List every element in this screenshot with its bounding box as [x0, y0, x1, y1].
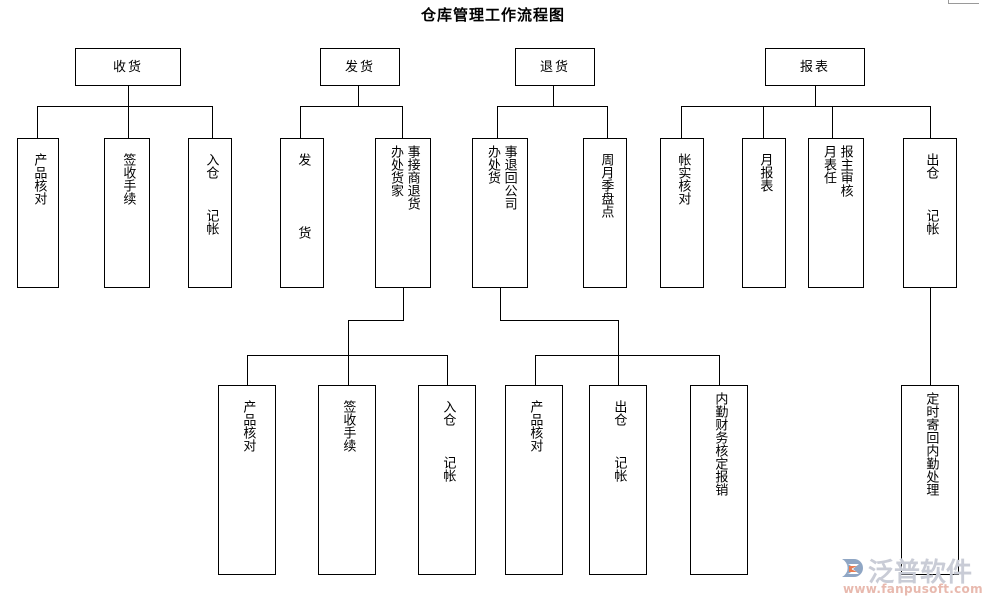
- page-corner-artifact-vertical: [948, 0, 949, 4]
- node-reports[interactable]: 报表: [765, 48, 865, 86]
- node-product-check-returns-branch[interactable]: 产品核对: [505, 385, 563, 575]
- connector-right-group-drop-1: [535, 355, 536, 385]
- node-receiving-label: 收货: [112, 60, 143, 75]
- node-text-col-0: 产品核对: [31, 153, 47, 205]
- connector-receiving-drop-2: [128, 106, 129, 138]
- connector-receiving-stem: [128, 86, 129, 106]
- node-shipping-label: 发货: [344, 60, 375, 75]
- node-text-col-0: 事接商退货: [404, 145, 420, 210]
- node-text-col-0: 事退回公司: [501, 145, 517, 210]
- node-account-stock-reconcile[interactable]: 帐实核对: [660, 138, 704, 288]
- node-text-col-1: 办处货: [485, 145, 500, 184]
- node-returns-label: 退货: [539, 60, 570, 75]
- node-office-receive-merchant-return[interactable]: 事接商退货 办处货家: [375, 138, 431, 288]
- connector-right-group-drop-2: [618, 355, 619, 385]
- node-product-check-shipping-branch[interactable]: 产品核对: [218, 385, 276, 575]
- node-ship-goods[interactable]: 发 货: [280, 138, 324, 288]
- connector-receiving-bus: [37, 106, 212, 107]
- node-text-col-0: 周月季盘点: [598, 153, 614, 218]
- connector-warehouse-out-to-mail: [930, 288, 931, 385]
- page-corner-artifact: [948, 3, 979, 4]
- connector-reports-drop-2: [763, 106, 764, 138]
- node-receiving[interactable]: 收货: [75, 48, 181, 86]
- watermark-url: www.fanpusoft.com: [843, 582, 983, 596]
- node-text-col-0: 定时寄回内勤处理: [923, 392, 939, 496]
- node-warehouse-in-receiving[interactable]: 入仓 记帐: [188, 138, 232, 288]
- node-shipping[interactable]: 发货: [320, 48, 400, 86]
- node-text-col-1: 月表任: [821, 145, 836, 184]
- connector-receiving-drop-1: [37, 106, 38, 138]
- node-warehouse-in-shipping-branch[interactable]: 入仓 记帐: [418, 385, 476, 575]
- node-sign-procedure-receiving[interactable]: 签收手续: [104, 138, 150, 288]
- node-warehouse-out-reports[interactable]: 出仓 记帐: [903, 138, 957, 288]
- connector-returns-drop-1: [497, 106, 498, 138]
- connector-left-group-bus: [247, 355, 447, 356]
- connector-office-merchant-stem: [403, 288, 404, 320]
- connector-returns-drop-2: [607, 106, 608, 138]
- connector-shipping-stem: [358, 86, 359, 106]
- node-office-return-to-company[interactable]: 事退回公司 办处货: [472, 138, 528, 288]
- node-text-col-0: 产品核对: [240, 400, 256, 452]
- connector-reports-stem: [815, 86, 816, 106]
- connector-shipping-drop-1: [300, 106, 301, 138]
- node-text-col-0: 内勤财务核定报销: [712, 392, 728, 496]
- node-text-col-0: 发 货: [295, 153, 311, 239]
- connector-office-merchant-drop: [348, 320, 349, 355]
- node-reports-label: 报表: [799, 60, 830, 75]
- connector-returns-bus: [497, 106, 607, 107]
- node-text-col-0: 帐实核对: [675, 153, 691, 205]
- node-text-col-0: 入仓 记帐: [203, 153, 219, 235]
- node-text-col-0: 产品核对: [527, 400, 543, 452]
- connector-left-group-drop-1: [247, 355, 248, 385]
- connector-reports-bus: [681, 106, 930, 107]
- connector-right-group-drop-3: [719, 355, 720, 385]
- node-text-col-1: 办处货家: [388, 145, 403, 197]
- connector-office-merchant-jog: [348, 320, 404, 321]
- node-periodic-inventory[interactable]: 周月季盘点: [583, 138, 627, 288]
- connector-reports-drop-3: [832, 106, 833, 138]
- connector-left-group-drop-2: [348, 355, 349, 385]
- node-text-col-0: 月报表: [757, 153, 773, 192]
- node-returns[interactable]: 退货: [515, 48, 595, 86]
- node-sign-procedure-shipping-branch[interactable]: 签收手续: [318, 385, 376, 575]
- connector-shipping-bus: [300, 106, 402, 107]
- connector-office-company-jog: [500, 320, 618, 321]
- node-finance-approve-reimbursement[interactable]: 内勤财务核定报销: [690, 385, 748, 575]
- node-monthly-report[interactable]: 月报表: [742, 138, 786, 288]
- connector-right-group-bus: [535, 355, 719, 356]
- node-product-check-receiving[interactable]: 产品核对: [17, 138, 59, 288]
- node-text-col-0: 入仓 记帐: [440, 400, 456, 482]
- page-title: 仓库管理工作流程图: [420, 6, 565, 24]
- connector-shipping-drop-2: [402, 106, 403, 138]
- connector-reports-drop-1: [681, 106, 682, 138]
- node-text-col-0: 出仓 记帐: [923, 153, 939, 235]
- connector-receiving-drop-3: [212, 106, 213, 138]
- connector-reports-drop-4: [930, 106, 931, 138]
- node-text-col-0: 签收手续: [120, 153, 136, 205]
- connector-office-company-stem: [500, 288, 501, 320]
- connector-left-group-drop-3: [447, 355, 448, 385]
- node-scheduled-mail-back-office[interactable]: 定时寄回内勤处理: [901, 385, 959, 575]
- node-warehouse-out-returns-branch[interactable]: 出仓 记帐: [589, 385, 647, 575]
- connector-office-company-drop: [618, 320, 619, 355]
- node-text-col-0: 签收手续: [340, 400, 356, 452]
- node-text-col-0: 出仓 记帐: [611, 400, 627, 482]
- node-text-col-0: 报主审核: [837, 145, 853, 197]
- brand-mark-icon: [842, 559, 863, 577]
- connector-returns-stem: [553, 86, 554, 106]
- node-director-approve-monthly-report[interactable]: 报主审核 月表任: [808, 138, 864, 288]
